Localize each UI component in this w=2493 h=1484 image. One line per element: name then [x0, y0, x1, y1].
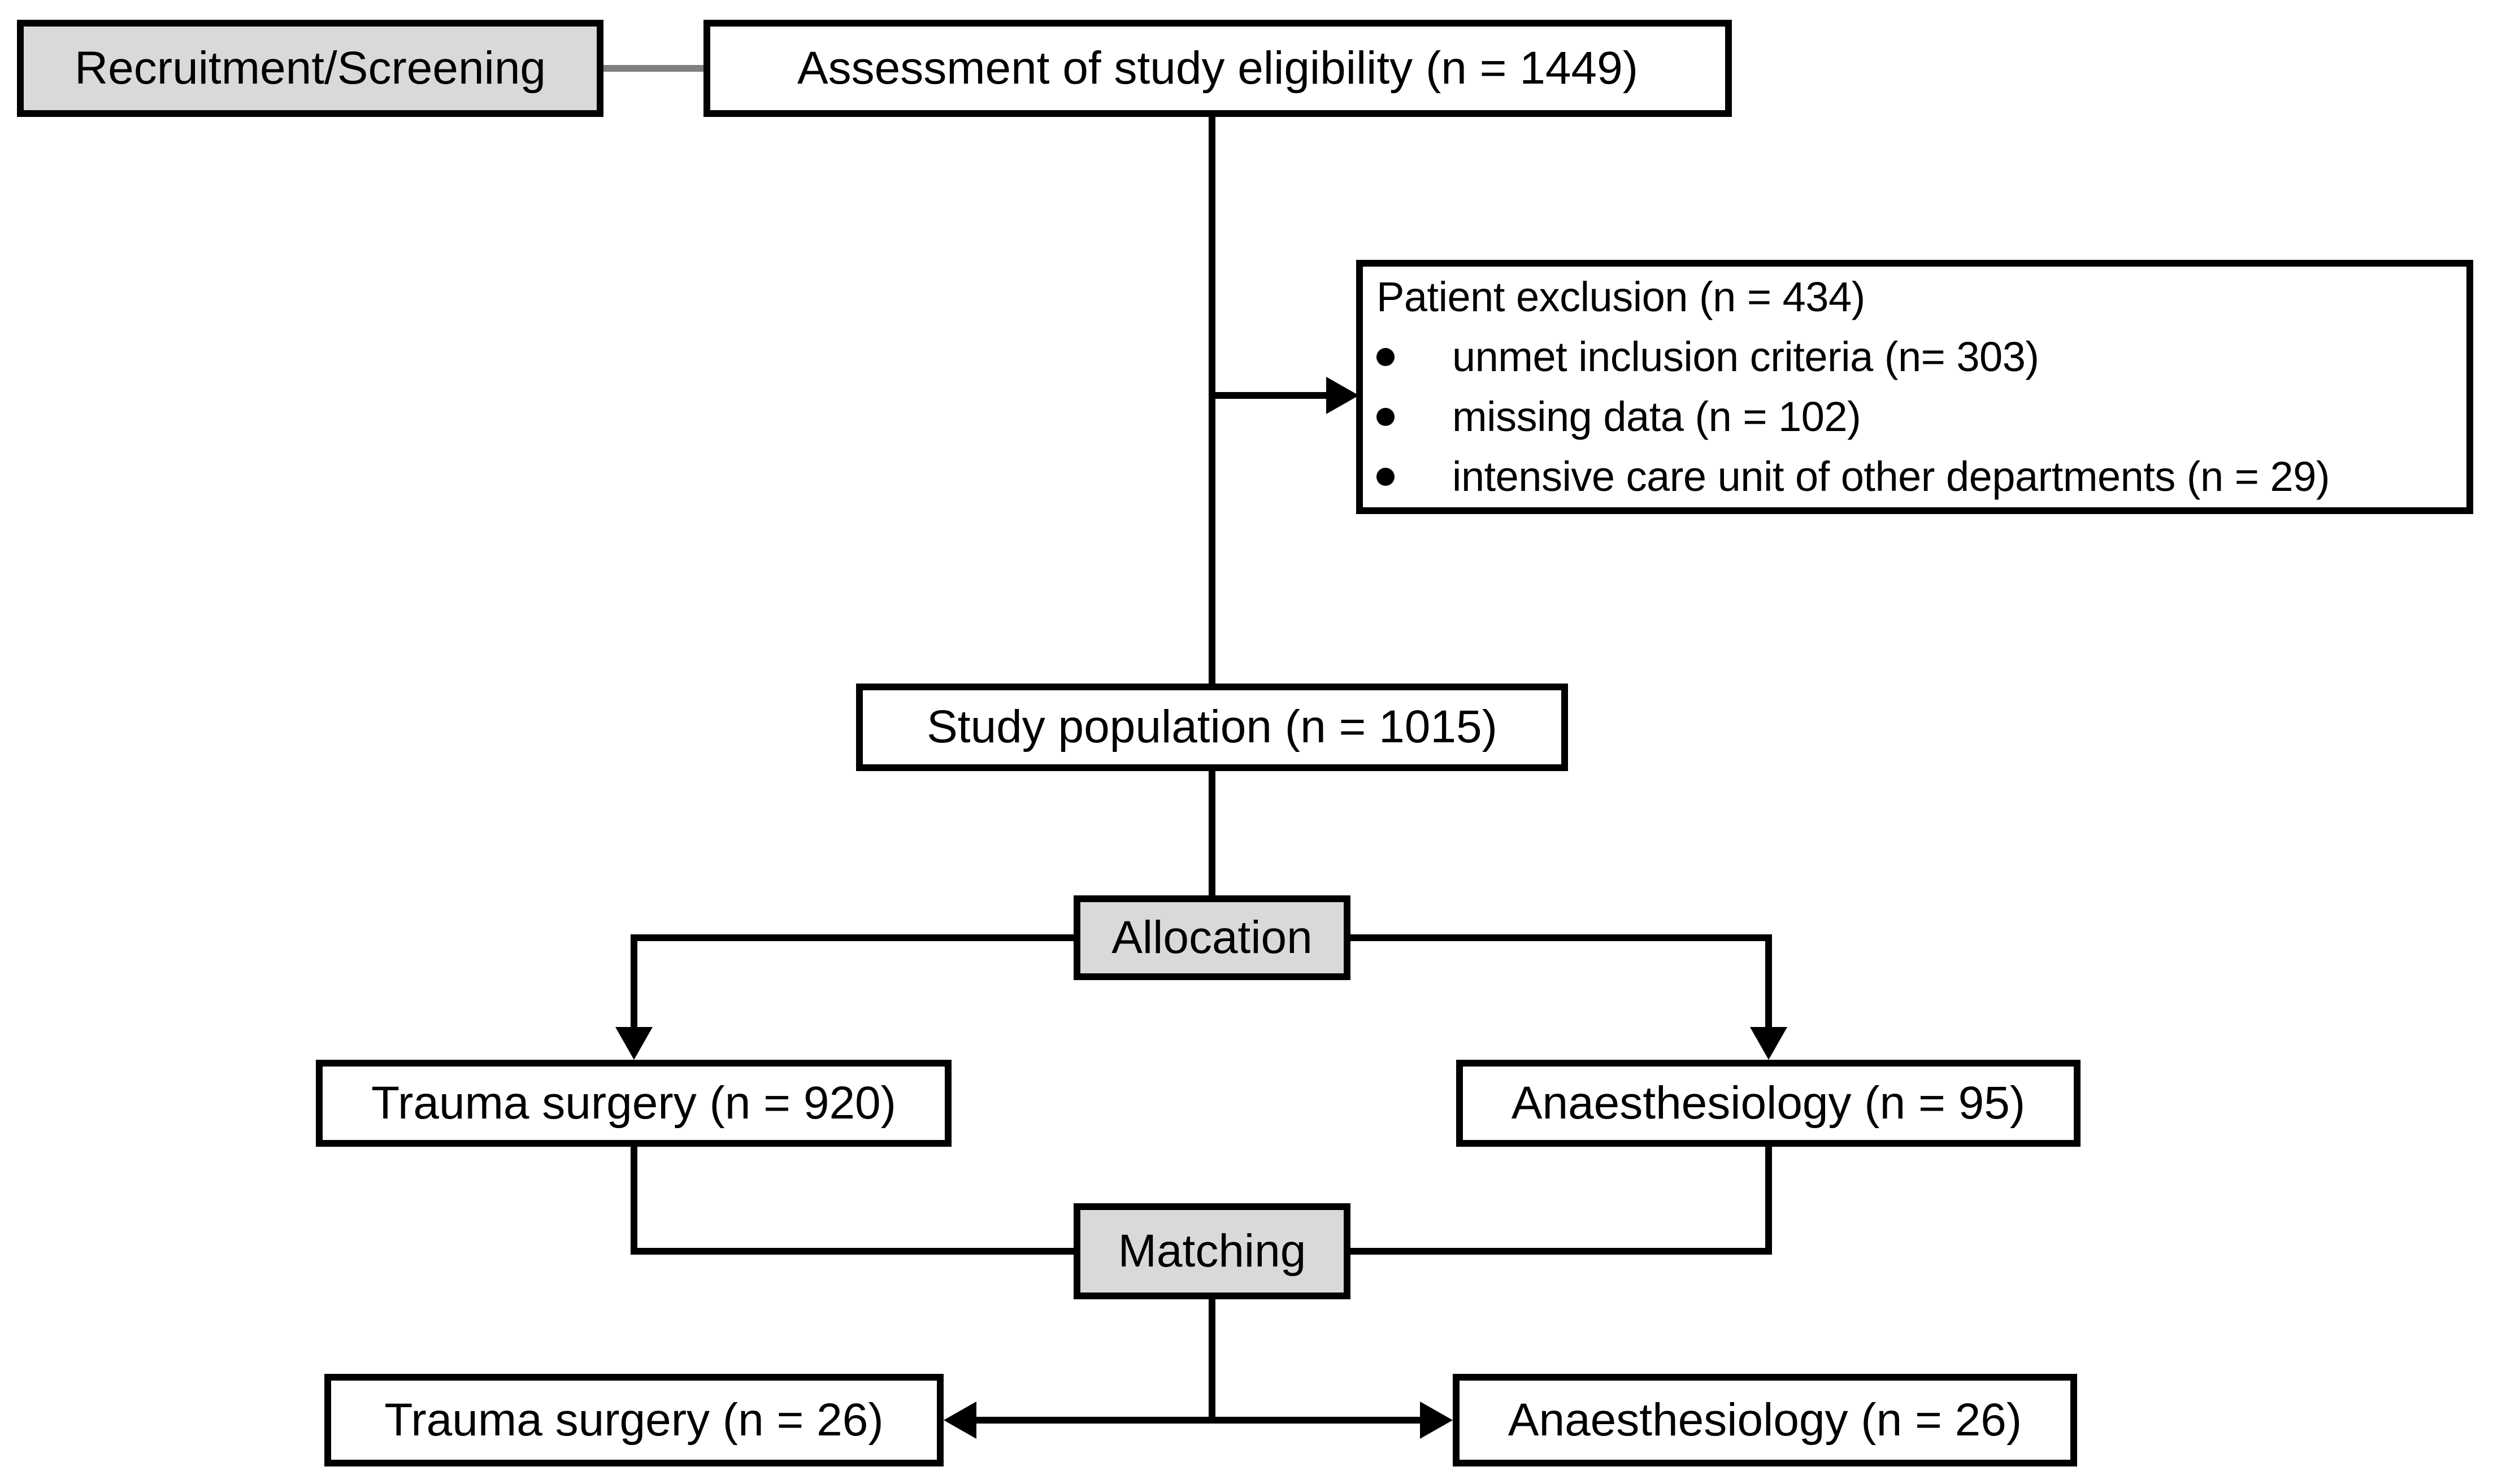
- matching-label: Matching: [1118, 1225, 1306, 1277]
- recruitment-screening-box: Recruitment/Screening: [17, 20, 603, 117]
- line-down-to-trauma-allocated: [631, 938, 637, 1028]
- study-population-label: Study population (n = 1015): [927, 701, 1497, 753]
- exclusion-title: Patient exclusion (n = 434): [1376, 273, 1865, 320]
- line-allocation-right: [1350, 934, 1772, 941]
- anaesthesiology-matched-arrowhead: [1420, 1402, 1453, 1439]
- anaesthesiology-allocated-label: Anaesthesiology (n = 95): [1511, 1077, 2026, 1129]
- exclusion-item: intensive care unit of other departments…: [1376, 449, 2330, 505]
- allocation-label: Allocation: [1111, 911, 1313, 963]
- exclusion-item-label: missing data (n = 102): [1452, 393, 1861, 440]
- patient-exclusion-box: Patient exclusion (n = 434) unmet inclus…: [1356, 260, 2473, 514]
- trauma-surgery-allocated-label: Trauma surgery (n = 920): [371, 1077, 896, 1129]
- study-population-box: Study population (n = 1015): [856, 684, 1568, 771]
- connector-recruitment-assessment: [603, 65, 703, 72]
- trauma-allocated-arrowhead: [615, 1027, 653, 1060]
- exclusion-item-label: intensive care unit of other departments…: [1452, 453, 2330, 500]
- exclusion-arrowhead: [1326, 377, 1359, 414]
- line-anaesthesiology-to-matching-horizontal: [1350, 1248, 1772, 1255]
- line-to-exclusion: [1212, 392, 1326, 399]
- line-matching-down: [1209, 1299, 1215, 1424]
- exclusion-item: missing data (n = 102): [1376, 389, 1861, 445]
- allocation-box: Allocation: [1074, 895, 1350, 980]
- trauma-surgery-matched-box: Trauma surgery (n = 26): [324, 1374, 944, 1466]
- line-trauma-to-matching-vertical: [631, 1147, 637, 1255]
- line-down-to-anaesthesiology-allocated: [1765, 938, 1772, 1028]
- line-matched-horizontal: [972, 1417, 1420, 1424]
- recruitment-screening-label: Recruitment/Screening: [74, 42, 546, 94]
- line-allocation-left: [631, 934, 1074, 941]
- trauma-surgery-allocated-box: Trauma surgery (n = 920): [316, 1060, 952, 1147]
- anaesthesiology-allocated-box: Anaesthesiology (n = 95): [1456, 1060, 2081, 1147]
- line-anaesthesiology-to-matching-vertical: [1765, 1147, 1772, 1255]
- bullet-icon: [1376, 348, 1395, 366]
- trauma-surgery-matched-label: Trauma surgery (n = 26): [384, 1394, 884, 1446]
- bullet-icon: [1376, 408, 1395, 426]
- trauma-matched-arrowhead: [944, 1402, 976, 1439]
- anaesthesiology-allocated-arrowhead: [1750, 1027, 1787, 1060]
- anaesthesiology-matched-label: Anaesthesiology (n = 26): [1508, 1394, 2022, 1446]
- line-assessment-to-study-population: [1209, 117, 1215, 684]
- bullet-icon: [1376, 468, 1395, 486]
- anaesthesiology-matched-box: Anaesthesiology (n = 26): [1453, 1374, 2077, 1466]
- matching-box: Matching: [1074, 1203, 1350, 1299]
- line-trauma-to-matching-horizontal: [631, 1248, 1074, 1255]
- assessment-eligibility-box: Assessment of study eligibility (n = 144…: [703, 20, 1732, 117]
- line-study-population-to-allocation: [1209, 771, 1215, 895]
- exclusion-item-label: unmet inclusion criteria (n= 303): [1452, 333, 2039, 380]
- assessment-eligibility-label: Assessment of study eligibility (n = 144…: [797, 42, 1639, 94]
- exclusion-item: unmet inclusion criteria (n= 303): [1376, 329, 2039, 385]
